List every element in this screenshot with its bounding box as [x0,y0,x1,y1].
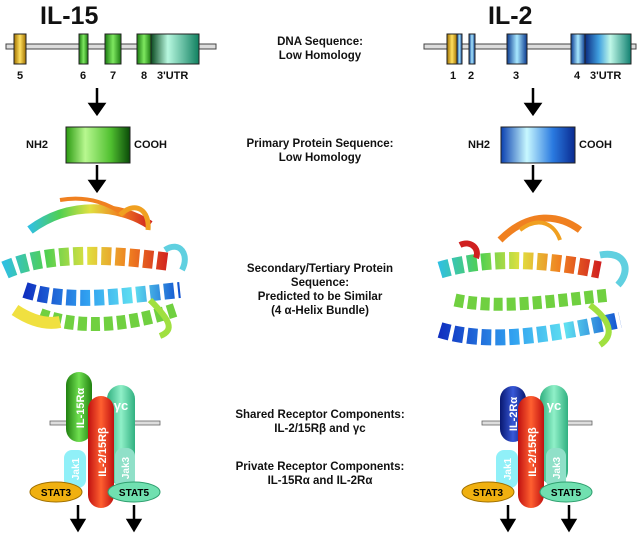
il2-beta-label: IL-2/15Rβ [527,427,539,477]
il15-gamma-label: γc [114,398,128,413]
primary-sequence-text: Primary Protein Sequence: Low Homology [220,137,420,165]
il15-beta-chain [88,396,114,508]
il15-receptor-complex [29,372,161,508]
il2-exon-3-label: 3 [513,70,520,82]
il15-exon-6-label: 6 [80,70,87,82]
il2-protein-bar [500,126,576,164]
il2-jak1-label: Jak1 [503,457,514,480]
arrows [69,88,578,533]
il15-ribbon-structure [1,196,188,339]
arrow-il2-2 [523,179,543,194]
il2-exon-4-label: 4 [574,70,581,82]
il15-jak1 [64,450,86,488]
il2-utr-label: 3'UTR [590,70,622,82]
il15-exon-7 [104,33,122,65]
il15-exon-8-label: 8 [141,70,148,82]
il2-jak3-label: Jak3 [552,456,563,479]
il15-title: IL-15 [40,2,99,30]
il15-beta-label: IL-2/15Rβ [97,427,109,477]
il15-jak3-label: Jak3 [121,456,132,479]
il2-receptor-complex [461,385,593,508]
arrow-il15-1 [87,102,107,117]
primary-line-2: Low Homology [278,152,362,164]
il15-cooh-label: COOH [134,139,167,151]
il15-alpha-chain [66,372,92,442]
il15-jak3 [115,448,135,488]
il2-exon-1b [456,33,463,65]
il2-ribbon-structure [437,214,629,348]
il2-exon-1-label: 1 [450,70,457,82]
il15-stat3 [29,481,83,503]
private-line-2: IL-15Rα and IL-2Rα [267,475,373,487]
arrow-il2-1 [523,102,543,117]
il2-title: IL-2 [488,2,533,30]
il15-nh2-label: NH2 [26,139,49,151]
il2-utr [584,33,632,65]
il15-utr-label: 3'UTR [157,70,189,82]
il2-dna-line [423,43,637,50]
secondary-line-1: Secondary/Tertiary Protein [246,263,394,275]
dna-line-1: DNA Sequence: [277,36,363,48]
il2-stat3 [461,481,515,503]
il2-jak1 [496,450,518,488]
shared-receptor-text: Shared Receptor Components: IL-2/15Rβ an… [220,408,420,436]
il15-alpha-label: IL-15Rα [75,388,87,429]
il15-exon-6 [78,33,89,65]
il2-jak3 [546,448,566,488]
il2-exon-2 [468,33,476,65]
il15-exon-5-label: 5 [17,70,24,82]
il15-stat5 [107,481,161,503]
arrow-il15-2 [87,179,107,194]
il15-utr [150,33,200,65]
il2-gamma-label: γc [547,398,561,413]
il2-stat5-label: STAT5 [551,488,582,499]
dna-sequence-text: DNA Sequence: Low Homology [220,35,420,63]
il2-exon-3 [506,33,528,65]
il2-cooh-label: COOH [579,139,612,151]
il2-beta-chain [518,396,544,508]
il15-gene [5,33,217,65]
il15-stat5-label: STAT5 [119,488,150,499]
il15-protein-bar [65,126,131,164]
il2-exon-1 [446,33,458,65]
secondary-line-4: (4 α-Helix Bundle) [271,305,369,317]
il2-exon-4 [570,33,586,65]
il2-exon-2-label: 2 [468,70,475,82]
secondary-line-3: Predicted to be Similar [257,291,383,303]
shared-line-1: Shared Receptor Components: [235,409,405,421]
private-receptor-text: Private Receptor Components: IL-15Rα and… [220,460,420,488]
il15-exon-8 [136,33,152,65]
il15-exon-5 [13,33,27,65]
shared-line-2: IL-2/15Rβ and γc [274,423,366,435]
il2-stat3-label: STAT3 [473,488,504,499]
il2-gene [423,33,637,65]
il15-jak1-label: Jak1 [71,457,82,480]
primary-line-1: Primary Protein Sequence: [246,138,394,150]
il2-nh2-label: NH2 [468,139,491,151]
secondary-sequence-text: Secondary/Tertiary Protein Sequence: Pre… [220,262,420,318]
private-line-1: Private Receptor Components: [235,461,405,473]
secondary-line-2: Sequence: [290,277,350,289]
dna-line-2: Low Homology [278,50,362,62]
il15-stat3-label: STAT3 [41,488,72,499]
il15-exon-7-label: 7 [110,70,117,82]
il2-alpha-label: IL-2Rα [508,397,520,432]
il2-stat5 [539,481,593,503]
